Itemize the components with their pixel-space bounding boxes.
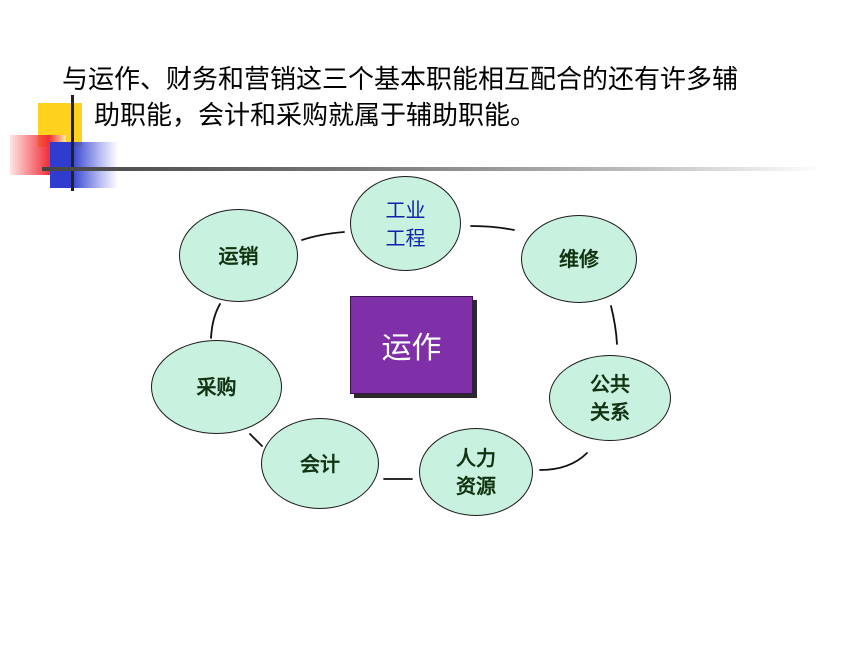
node-industrial-engineering: 工业 工程 — [350, 176, 461, 271]
paragraph-line-1: 与运作、财务和营销这三个基本职能相互配合的还有许多辅 — [62, 65, 739, 95]
title-divider-line — [42, 167, 822, 171]
node-distribution: 运销 — [179, 209, 298, 302]
paragraph-line-2: 助职能，会计和采购就属于辅助职能。 — [94, 101, 537, 131]
connector-ie-maintenance — [470, 225, 515, 231]
connector-pr-hr — [539, 452, 588, 471]
node-accounting-label: 会计 — [300, 451, 340, 476]
node-industrial-engineering-line2: 工程 — [385, 225, 426, 250]
node-human-resources-line2: 资源 — [456, 474, 496, 498]
node-public-relations: 公共 关系 — [549, 355, 671, 441]
body-paragraph: 与运作、财务和营销这三个基本职能相互配合的还有许多辅 助职能，会计和采购就属于辅… — [62, 62, 822, 134]
decor-blue-square — [50, 142, 118, 188]
center-operations-box: 运作 — [350, 296, 473, 394]
node-purchasing-label: 采购 — [196, 375, 237, 399]
connector-distribution-ie — [301, 231, 345, 241]
node-accounting: 会计 — [261, 418, 379, 509]
node-human-resources: 人力 资源 — [419, 428, 533, 516]
node-public-relations-line1: 公共 — [590, 372, 630, 396]
connector-maintenance-pr — [610, 305, 618, 345]
decor-vertical-line — [71, 95, 74, 191]
node-distribution-label: 运销 — [218, 243, 259, 268]
node-human-resources-line1: 人力 — [456, 446, 496, 470]
node-public-relations-line2: 关系 — [590, 400, 630, 424]
node-purchasing: 采购 — [151, 340, 282, 434]
node-maintenance: 维修 — [521, 215, 637, 303]
connector-accounting-purchasing — [249, 433, 263, 447]
center-operations-label: 运作 — [381, 331, 442, 366]
node-maintenance-label: 维修 — [559, 247, 599, 271]
connector-purchasing-distribution — [210, 303, 221, 339]
node-industrial-engineering-line1: 工业 — [385, 197, 426, 222]
